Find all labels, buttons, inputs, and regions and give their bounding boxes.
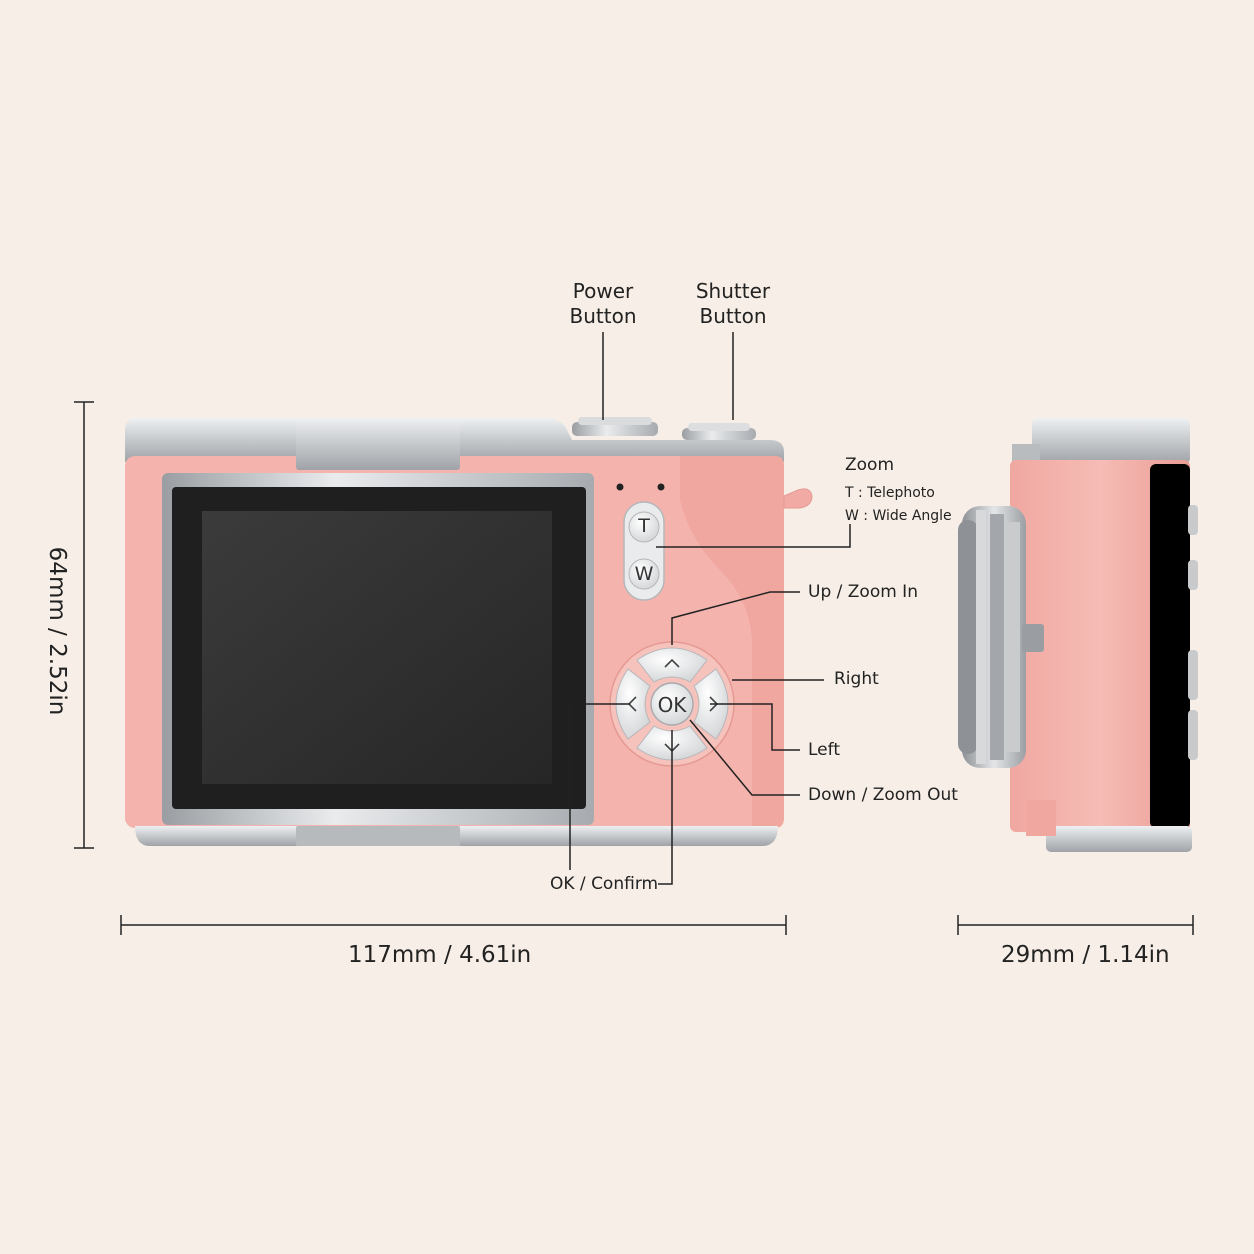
left-label: Left bbox=[808, 740, 840, 760]
indicator-dot-1 bbox=[616, 483, 624, 491]
ok-glyph: OK bbox=[657, 693, 687, 717]
ok-button bbox=[650, 682, 694, 726]
side-tripod-pin bbox=[1022, 624, 1044, 652]
down-zoom-out-label: Down / Zoom Out bbox=[808, 785, 958, 805]
side-grip bbox=[1150, 464, 1190, 828]
power-button-knob bbox=[572, 417, 658, 436]
shutter-button-knob bbox=[682, 423, 756, 440]
height-dimension-label: 64mm / 2.52in bbox=[44, 546, 70, 716]
shutter-label-line1: Shutter bbox=[695, 279, 771, 303]
side-body bbox=[1010, 460, 1190, 832]
shutter-button-label: Shutter Button bbox=[676, 279, 790, 329]
power-label-line2: Button bbox=[569, 304, 637, 328]
flip-hinge-top bbox=[296, 418, 460, 470]
lcd-screen bbox=[202, 511, 552, 784]
power-button-label: Power Button bbox=[548, 279, 658, 329]
power-label-line1: Power bbox=[572, 279, 634, 303]
shutter-label-line2: Button bbox=[699, 304, 767, 328]
zoom-w-glyph: W bbox=[634, 563, 654, 585]
strap-lug bbox=[783, 488, 813, 509]
up-zoom-in-label: Up / Zoom In bbox=[808, 582, 918, 602]
depth-dimension-label: 29mm / 1.14in bbox=[1001, 942, 1170, 968]
zoom-label: Zoom bbox=[845, 455, 895, 475]
zoom-telephoto-label: T : Telephoto bbox=[845, 485, 935, 501]
side-bottom-silver bbox=[1046, 826, 1192, 852]
dimension-lines bbox=[74, 401, 1194, 935]
grip bbox=[680, 456, 784, 828]
right-label: Right bbox=[834, 669, 879, 689]
dpad-up bbox=[636, 647, 708, 683]
side-top-silver bbox=[1032, 418, 1190, 464]
zoom-t-glyph: T bbox=[638, 515, 650, 537]
width-dimension-label: 117mm / 4.61in bbox=[348, 942, 532, 968]
dpad-left bbox=[615, 668, 651, 740]
leader-lines bbox=[569, 332, 851, 885]
zoom-wide-label: W : Wide Angle bbox=[845, 508, 952, 524]
indicator-dot-2 bbox=[657, 483, 665, 491]
flip-hinge-bottom bbox=[296, 826, 460, 846]
ok-confirm-label: OK / Confirm bbox=[550, 874, 659, 894]
